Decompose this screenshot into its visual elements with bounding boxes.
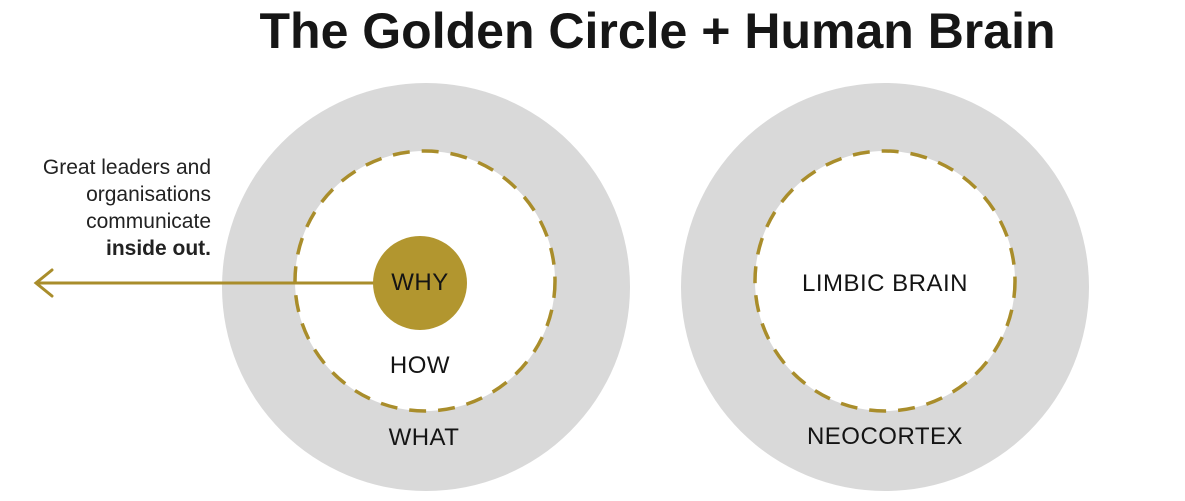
annotation-line: communicate bbox=[86, 210, 211, 233]
arrow-head-icon bbox=[33, 268, 54, 298]
limbic-brain-label: LIMBIC BRAIN bbox=[801, 270, 969, 297]
why-circle: WHY bbox=[373, 236, 467, 330]
how-label: HOW bbox=[389, 352, 451, 379]
annotation-line: Great leaders and bbox=[42, 156, 211, 179]
what-label: WHAT bbox=[388, 424, 460, 451]
why-label: WHY bbox=[391, 269, 449, 296]
neocortex-label: NEOCORTEX bbox=[806, 423, 964, 450]
annotation-text: Great leaders and organisations communic… bbox=[0, 154, 211, 262]
annotation-line: organisations bbox=[86, 183, 211, 206]
page-title: The Golden Circle + Human Brain bbox=[259, 3, 1056, 59]
annotation-line-emphasis: inside out. bbox=[106, 237, 211, 260]
